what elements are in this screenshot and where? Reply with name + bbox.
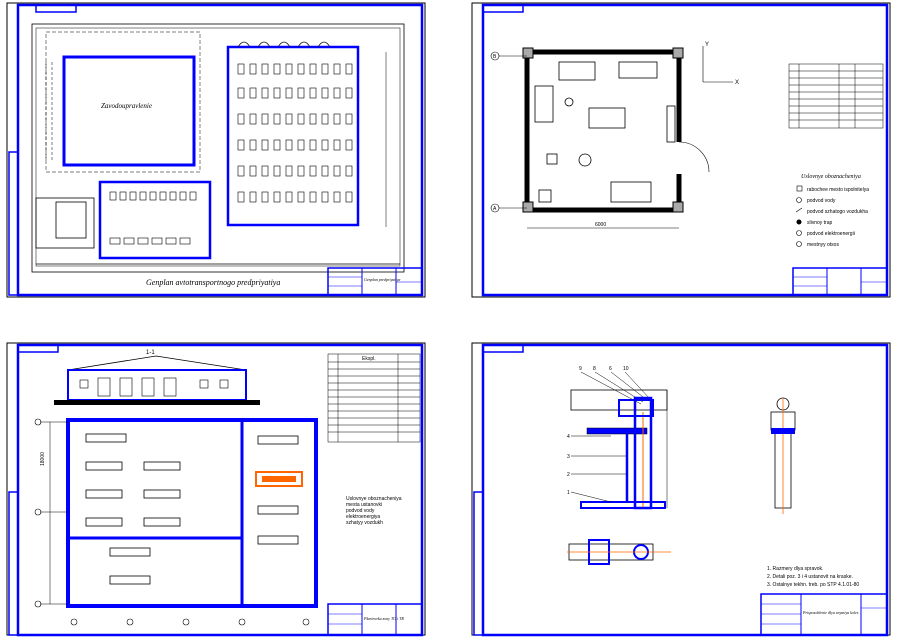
axis-x-label: X — [735, 80, 739, 86]
zone-legend-line: elektroenergiya — [346, 514, 380, 520]
sheet3-stamp-title: Planirovka zony TO i TR — [363, 616, 404, 621]
sheet-general-plan: Zavodoupravlenie Genplan avtotransportno… — [6, 2, 426, 298]
legend-item: slivnoy trap — [807, 220, 833, 226]
callout: 6 — [609, 366, 612, 372]
legend-power-icon — [796, 230, 802, 236]
sheet1-caption: Genplan avtotransportnogo predpriyatiya — [146, 278, 280, 287]
zone-legend: Uslovnye oboznacheniya mesta ustanovki p… — [346, 496, 402, 526]
legend-exhaust-icon — [796, 241, 802, 247]
sheet-workshop-plan: B A 6000 Y X Uslovnye oboznacheniya rabo… — [471, 2, 891, 298]
sheet-fixture-assembly: 9 8 6 10 4 3 2 1 1. Razmery dlya spr — [471, 342, 891, 638]
dimension-left: 18000 — [40, 452, 46, 466]
part-number: 1 — [567, 490, 570, 496]
axis-mark-b: B — [493, 54, 497, 60]
zone-legend-line: Uslovnye oboznacheniya — [346, 496, 402, 502]
legend-item: podvod vody — [807, 198, 836, 204]
tech-note: 2. Detali poz. 3 i 4 ustanovit na kraske… — [767, 574, 853, 580]
legend: rabochee mesto ispolnitelya podvod vody … — [795, 185, 869, 248]
sheet1-stamp-title: Genplan predpriyatiya — [364, 277, 400, 282]
fixture-assembly-drawing: 9 8 6 10 4 3 2 1 1. Razmery dlya spr — [471, 342, 891, 637]
axis-y-label: Y — [705, 42, 709, 48]
tech-note: 3. Ostalnye tekhn. treb. po STP 4.1.01-8… — [767, 582, 859, 588]
callout: 9 — [579, 366, 582, 372]
dimension-bottom: 6000 — [595, 222, 606, 228]
axis-mark-a: A — [493, 206, 497, 212]
legend-workplace-icon — [796, 185, 803, 192]
legend-title: Uslovnye oboznacheniya — [801, 174, 861, 180]
admin-building-label: Zavodoupravlenie — [101, 102, 152, 110]
general-plan-drawing: Zavodoupravlenie Genplan avtotransportno… — [6, 2, 426, 298]
sheet-maintenance-zone: 1-1 18000 — [6, 342, 426, 638]
tech-note: 1. Razmery dlya spravok. — [767, 566, 823, 572]
parking-spots — [237, 63, 353, 203]
legend-item: podvod elektroenergii — [807, 231, 855, 237]
workshop-plan-drawing: B A 6000 Y X Uslovnye oboznacheniya rabo… — [471, 2, 891, 298]
legend-item: rabochee mesto ispolnitelya — [807, 187, 869, 193]
legend-item: mestnyy otsos — [807, 242, 839, 248]
zone-legend-line: podvod vody — [346, 508, 375, 514]
part-number: 4 — [567, 434, 570, 440]
spec-table-title: Ekspl. — [362, 356, 376, 362]
zone-legend-line: mesta ustanovki — [346, 502, 382, 508]
specification-table — [327, 353, 421, 443]
maintenance-zone-drawing: 1-1 18000 — [6, 342, 426, 637]
legend-item: podvod szhatogo vozdukha — [807, 209, 868, 215]
callout: 10 — [623, 366, 629, 372]
sheet4-stamp-title: Prisposoblenie dlya snyatiya koles — [802, 610, 859, 615]
equipment-table — [788, 63, 884, 129]
zone-legend-line: szhatyy vozdukh — [346, 520, 383, 526]
section-label: 1-1 — [146, 350, 155, 356]
legend-drain-icon — [796, 219, 802, 225]
callout: 8 — [593, 366, 596, 372]
legend-water-icon — [796, 197, 802, 203]
legend-air-icon — [795, 207, 803, 213]
part-number: 3 — [567, 454, 570, 460]
part-number: 2 — [567, 472, 570, 478]
